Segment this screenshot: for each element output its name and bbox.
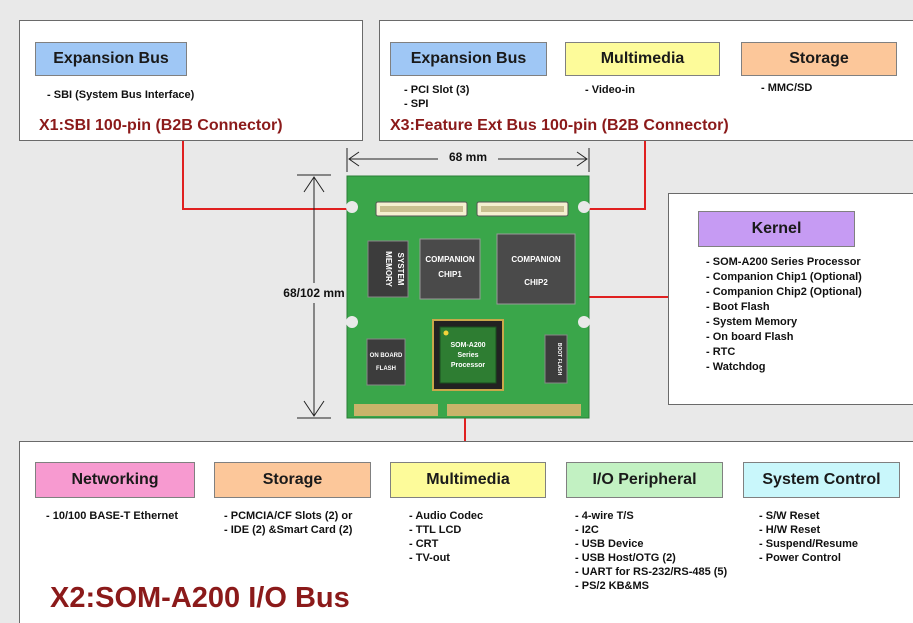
x2-multimedia-item: TTL LCD (409, 523, 483, 537)
x3-storage-badge: Storage (741, 42, 897, 76)
flash-label-line2: FLASH (376, 366, 396, 372)
memory-label-line1: SYSTEM (396, 253, 405, 286)
x3-expansion-item: PCI Slot (3) (404, 83, 470, 97)
height-arrow-bottom (303, 400, 325, 417)
onboard-flash-chip (366, 338, 406, 386)
kernel-items: SOM-A200 Series Processor Companion Chip… (706, 255, 862, 375)
chip2-label-line2: CHIP2 (524, 278, 548, 287)
width-arrow-right (576, 151, 588, 167)
x2-io-item: 4-wire T/S (575, 509, 727, 523)
kernel-item: RTC (706, 345, 862, 360)
chip1-label-line1: COMPANION (425, 255, 474, 264)
x2-title: X2:SOM-A200 I/O Bus (50, 582, 350, 614)
x2-multimedia-item: TV-out (409, 551, 483, 565)
x2-system-control-items: S/W Reset H/W Reset Suspend/Resume Power… (759, 509, 858, 565)
pcb-notch (578, 316, 590, 328)
x2-io-item: USB Host/OTG (2) (575, 551, 727, 565)
x2-io-peripheral-badge: I/O Peripheral (566, 462, 723, 498)
x1-b2b-connector-inner (380, 206, 463, 212)
x2-system-control-item: Suspend/Resume (759, 537, 858, 551)
height-label: 68/102 mm (283, 286, 344, 300)
kernel-item: On board Flash (706, 330, 862, 345)
boot-flash-chip (544, 334, 568, 384)
x3-multimedia-badge: Multimedia (565, 42, 720, 76)
processor-label-line3: Processor (451, 362, 486, 369)
x2-networking-badge: Networking (35, 462, 195, 498)
x1-expansion-bus-badge: Expansion Bus (35, 42, 187, 76)
x1-item: SBI (System Bus Interface) (47, 88, 195, 102)
x2-networking-item: 10/100 BASE-T Ethernet (46, 509, 178, 523)
width-arrow-left (348, 151, 360, 167)
processor-chip (439, 326, 497, 384)
x1-wire (182, 140, 378, 210)
x3-storage-items: MMC/SD (761, 81, 813, 95)
x3-panel: Expansion Bus Multimedia Storage PCI Slo… (379, 20, 913, 141)
x2-io-item: I2C (575, 523, 727, 537)
kernel-item: SOM-A200 Series Processor (706, 255, 862, 270)
flash-label-line1: ON BOARD (370, 353, 403, 359)
x2-system-control-item: H/W Reset (759, 523, 858, 537)
x2-multimedia-badge: Multimedia (390, 462, 546, 498)
x3-b2b-connector-inner (481, 206, 564, 212)
x2-storage-badge: Storage (214, 462, 371, 498)
x3-expansion-bus-badge: Expansion Bus (390, 42, 547, 76)
x1-items: SBI (System Bus Interface) (47, 88, 195, 102)
x2-storage-item-cont: IDE (2) &Smart Card (2) (224, 523, 353, 537)
edge-connector-right (447, 404, 581, 416)
companion-chip1 (419, 238, 481, 300)
height-arrow-top (303, 176, 325, 193)
kernel-item: Companion Chip1 (Optional) (706, 270, 862, 285)
kernel-item: System Memory (706, 315, 862, 330)
x2-multimedia-item: Audio Codec (409, 509, 483, 523)
x3-multimedia-items: Video-in (585, 83, 635, 97)
kernel-item: Watchdog (706, 360, 862, 375)
width-label-bg (438, 150, 498, 164)
x2-panel: Networking Storage Multimedia I/O Periph… (19, 441, 913, 623)
memory-label-line2: MEMORY (384, 251, 393, 287)
x2-multimedia-item: CRT (409, 537, 483, 551)
kernel-panel: Kernel SOM-A200 Series Processor Compani… (668, 193, 913, 405)
chip1-label-line2: CHIP1 (438, 270, 462, 279)
x2-multimedia-items: Audio Codec TTL LCD CRT TV-out (409, 509, 483, 565)
boot-flash-label: BOOT FLASH (556, 343, 562, 376)
x3-expansion-item: SPI (404, 97, 469, 111)
x2-storage-items: PCMCIA/CF Slots (2) or IDE (2) &Smart Ca… (224, 509, 353, 537)
edge-connector-left (354, 404, 438, 416)
x2-io-items: 4-wire T/S I2C USB Device USB Host/OTG (… (575, 509, 727, 593)
x2-networking-items: 10/100 BASE-T Ethernet (46, 509, 178, 523)
x2-storage-item: PCMCIA/CF Slots (2) or (224, 509, 353, 523)
processor-label-line2: Series (457, 352, 478, 359)
kernel-item: Boot Flash (706, 300, 862, 315)
x3-expansion-items: PCI Slot (3) SPI (404, 83, 470, 111)
pcb-notch (346, 316, 358, 328)
processor-label-line1: SOM-A200 (450, 342, 485, 349)
x2-system-control-item: S/W Reset (759, 509, 858, 523)
system-memory-chip (367, 240, 409, 298)
x2-system-control-item: Power Control (759, 551, 858, 565)
x3-wire (565, 140, 646, 210)
x3-storage-item: MMC/SD (761, 81, 813, 95)
pcb-notch (346, 201, 358, 213)
x3-connector-label: X3:Feature Ext Bus 100-pin (B2B Connecto… (390, 117, 729, 134)
x2-io-item: UART for RS-232/RS-485 (5) (575, 565, 727, 579)
kernel-badge: Kernel (698, 211, 855, 247)
x2-system-control-badge: System Control (743, 462, 900, 498)
width-label: 68 mm (449, 150, 487, 164)
x2-io-item: USB Device (575, 537, 727, 551)
chip2-label-line1: COMPANION (511, 255, 560, 264)
pcb-notch (578, 201, 590, 213)
x1-panel: Expansion Bus SBI (System Bus Interface)… (19, 20, 363, 141)
x2-io-item: PS/2 KB&MS (575, 579, 727, 593)
processor-pin1-dot (443, 330, 449, 336)
companion-chip2 (496, 233, 576, 305)
x3-multimedia-item: Video-in (585, 83, 635, 97)
x1-connector-label: X1:SBI 100-pin (B2B Connector) (39, 117, 283, 134)
kernel-item: Companion Chip2 (Optional) (706, 285, 862, 300)
